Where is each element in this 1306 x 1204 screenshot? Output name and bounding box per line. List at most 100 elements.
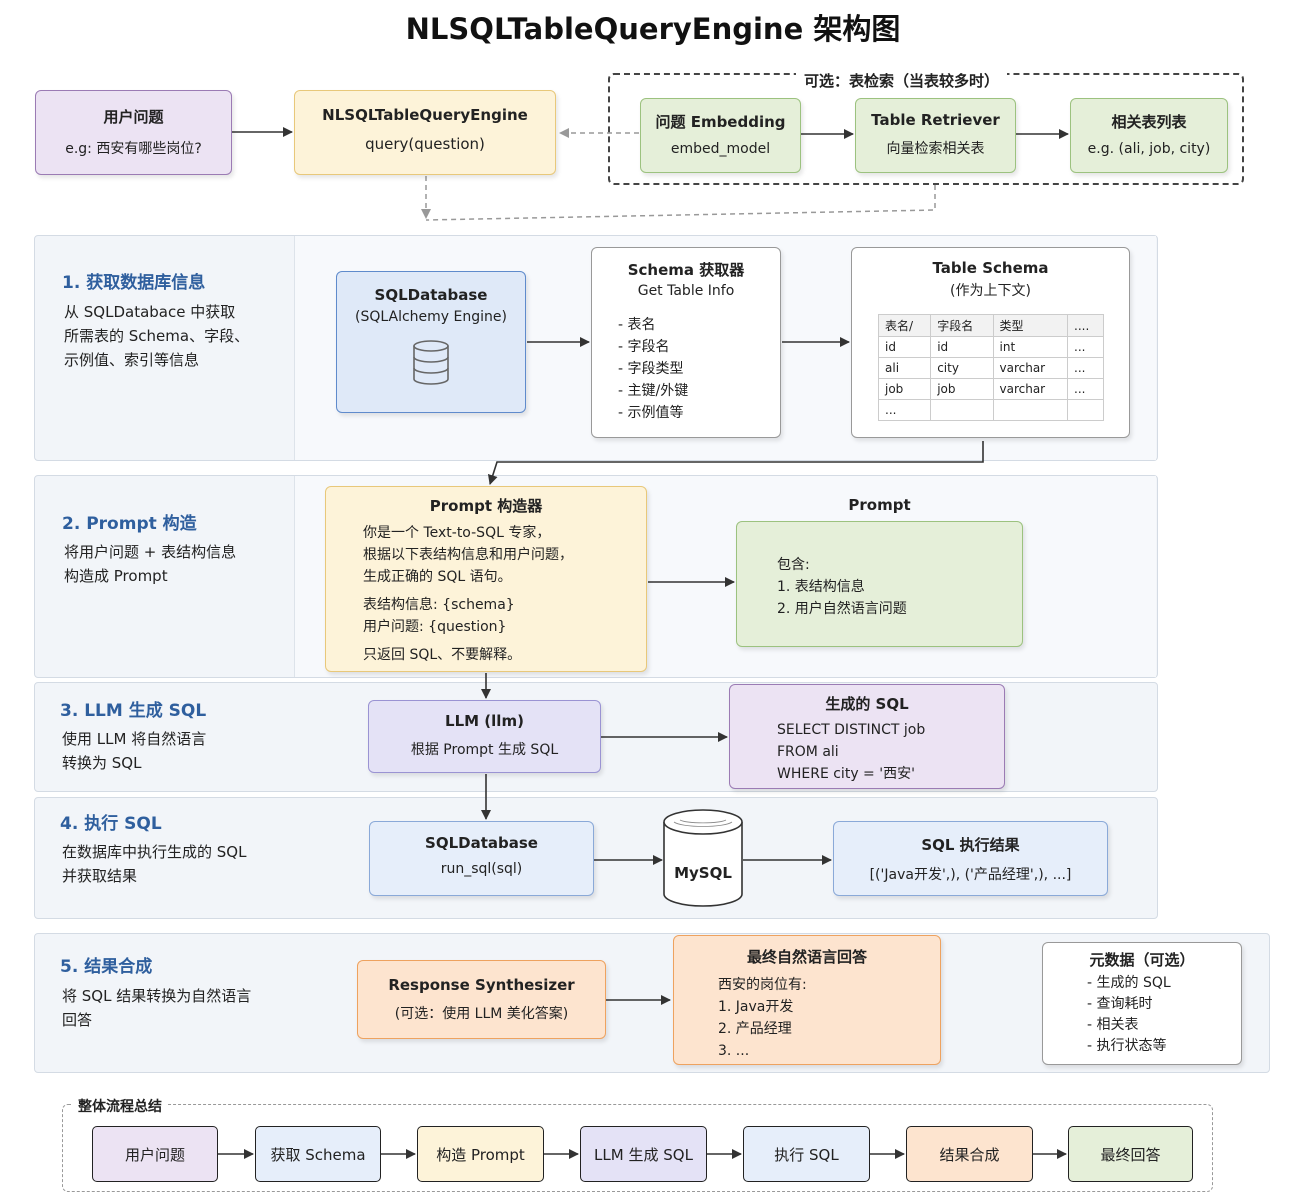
- metadata-item: - 执行状态等: [1087, 1038, 1167, 1054]
- flow-step-user-question: 用户问题: [92, 1126, 218, 1182]
- prompt-box: 包含: 1. 表结构信息 2. 用户自然语言问题: [736, 521, 1023, 647]
- sql-line: FROM ali: [777, 744, 839, 760]
- sql-result-box: SQL 执行结果 [('Java开发',), ('产品经理',), ...]: [833, 821, 1108, 896]
- section-5-title: 5. 结果合成: [60, 957, 153, 977]
- prompt-builder-title: Prompt 构造器: [429, 497, 543, 515]
- sql-result-value: [('Java开发',), ('产品经理',), ...]: [869, 867, 1072, 883]
- desc-line: 将 SQL 结果转换为自然语言: [62, 987, 252, 1005]
- summary-label: 整体流程总结: [72, 1096, 168, 1116]
- metadata-title: 元数据（可选）: [1089, 951, 1195, 969]
- prompt-line: 根据以下表结构信息和用户问题，: [363, 547, 573, 563]
- response-synthesizer-sub: (可选：使用 LLM 美化答案): [394, 1006, 569, 1022]
- schema-getter-title: Schema 获取器: [627, 261, 745, 279]
- sqldatabase-run-box: SQLDatabase run_sql(sql): [369, 821, 594, 896]
- user-question-title: 用户问题: [103, 108, 164, 126]
- prompt-content: 包含: 1. 表结构信息 2. 用户自然语言问题: [777, 554, 1022, 620]
- final-answer-title: 最终自然语言回答: [746, 948, 867, 966]
- table-cell: ...: [877, 399, 932, 421]
- desc-line: 回答: [62, 1011, 93, 1029]
- schema-item: - 示例值等: [618, 405, 684, 421]
- table-cell: 表名/: [877, 314, 932, 337]
- database-icon: [413, 340, 449, 385]
- page-title: NLSQLTableQueryEngine 架构图: [405, 12, 901, 46]
- table-schema-title: Table Schema: [932, 259, 1049, 277]
- metadata-list: - 生成的 SQL - 查询耗时 - 相关表 - 执行状态等: [1087, 973, 1241, 1057]
- table-cell: ...: [1067, 336, 1104, 358]
- table-cell: city: [930, 357, 994, 379]
- response-synthesizer-box: Response Synthesizer (可选：使用 LLM 美化答案): [357, 960, 606, 1039]
- prompt-line: 表结构信息: {schema}: [363, 597, 515, 613]
- table-cell: [930, 399, 994, 421]
- metadata-box: 元数据（可选） - 生成的 SQL - 查询耗时 - 相关表 - 执行状态等: [1042, 942, 1242, 1065]
- user-question-example: e.g: 西安有哪些岗位?: [65, 141, 202, 157]
- flow-step-final-answer: 最终回答: [1068, 1126, 1193, 1182]
- table-cell: ali: [877, 357, 932, 379]
- sqldatabase-run-title: SQLDatabase: [425, 834, 538, 852]
- desc-line: 并获取结果: [62, 867, 138, 885]
- schema-item: - 表名: [618, 317, 656, 333]
- sql-line: WHERE city = '西安': [777, 766, 915, 782]
- summary-region: [62, 1104, 1213, 1192]
- desc-line: 将用户问题 + 表结构信息: [64, 543, 237, 561]
- generated-sql-box: 生成的 SQL SELECT DISTINCT job FROM ali WHE…: [729, 684, 1005, 789]
- llm-title: LLM (llm): [445, 712, 524, 730]
- table-cell: [992, 399, 1069, 421]
- llm-sub: 根据 Prompt 生成 SQL: [410, 742, 559, 758]
- generated-sql-code: SELECT DISTINCT job FROM ali WHERE city …: [777, 719, 1004, 785]
- response-synthesizer-title: Response Synthesizer: [388, 976, 575, 994]
- section-4-desc: 在数据库中执行生成的 SQL 并获取结果: [62, 840, 246, 888]
- flow-step-llm-sql: LLM 生成 SQL: [580, 1126, 707, 1182]
- related-tables-sub: e.g. (ali, job, city): [1087, 141, 1211, 157]
- table-cell: job: [877, 378, 932, 400]
- table-retriever-box: Table Retriever 向量检索相关表: [855, 98, 1016, 173]
- embedding-title: 问题 Embedding: [655, 113, 786, 131]
- table-schema-sub: (作为上下文): [950, 283, 1031, 299]
- table-row: ...: [877, 399, 1104, 421]
- prompt-line: 用户问题: {question}: [363, 619, 507, 635]
- desc-line: 示例值、索引等信息: [64, 351, 200, 369]
- answer-line: 3. ...: [718, 1043, 750, 1059]
- prompt-line: 1. 表结构信息: [777, 579, 865, 595]
- table-cell: ....: [1067, 314, 1104, 337]
- desc-line: 转换为 SQL: [62, 754, 142, 772]
- llm-box: LLM (llm) 根据 Prompt 生成 SQL: [368, 700, 601, 773]
- sql-line: SELECT DISTINCT job: [777, 722, 926, 738]
- desc-line: 在数据库中执行生成的 SQL: [62, 843, 247, 861]
- engine-title: NLSQLTableQueryEngine: [322, 106, 528, 124]
- answer-line: 西安的岗位有:: [718, 977, 807, 993]
- sqldatabase-engine-box: SQLDatabase (SQLAlchemy Engine): [336, 271, 526, 413]
- table-cell: 字段名: [930, 314, 994, 337]
- user-question-box: 用户问题 e.g: 西安有哪些岗位?: [35, 90, 232, 175]
- optional-retrieval-label: 可选：表检索（当表较多时）: [796, 70, 1008, 91]
- table-row: 表名/字段名类型....: [877, 314, 1104, 337]
- final-answer-text: 西安的岗位有: 1. Java开发 2. 产品经理 3. ...: [718, 974, 940, 1062]
- table-cell: job: [930, 378, 994, 400]
- section-5-desc: 将 SQL 结果转换为自然语言 回答: [62, 984, 251, 1032]
- engine-box: NLSQLTableQueryEngine query(question): [294, 90, 556, 175]
- engine-method: query(question): [365, 135, 485, 153]
- desc-line: 所需表的 Schema、字段、: [64, 327, 250, 345]
- sqldatabase-title: SQLDatabase: [374, 286, 488, 304]
- section-2-desc: 将用户问题 + 表结构信息 构造成 Prompt: [64, 540, 236, 588]
- generated-sql-title: 生成的 SQL: [825, 695, 909, 713]
- prompt-builder-box: Prompt 构造器 你是一个 Text-to-SQL 专家， 根据以下表结构信…: [325, 486, 647, 672]
- section-3-desc: 使用 LLM 将自然语言 转换为 SQL: [62, 727, 206, 775]
- related-tables-title: 相关表列表: [1111, 113, 1187, 131]
- section-4-title: 4. 执行 SQL: [60, 814, 162, 834]
- sqldatabase-sub: (SQLAlchemy Engine): [355, 309, 507, 325]
- prompt-line: 包含:: [777, 557, 810, 573]
- metadata-item: - 生成的 SQL: [1087, 975, 1171, 991]
- section-2-title: 2. Prompt 构造: [62, 514, 197, 534]
- sql-result-title: SQL 执行结果: [921, 836, 1020, 854]
- flow-step-build-prompt: 构造 Prompt: [417, 1126, 544, 1182]
- embedding-sub: embed_model: [670, 141, 771, 157]
- table-cell: [1067, 399, 1104, 421]
- prompt-line: 你是一个 Text-to-SQL 专家，: [363, 525, 551, 541]
- prompt-line: 只返回 SQL、不要解释。: [363, 647, 522, 663]
- embedding-box: 问题 Embedding embed_model: [640, 98, 801, 173]
- schema-getter-sub: Get Table Info: [637, 283, 735, 299]
